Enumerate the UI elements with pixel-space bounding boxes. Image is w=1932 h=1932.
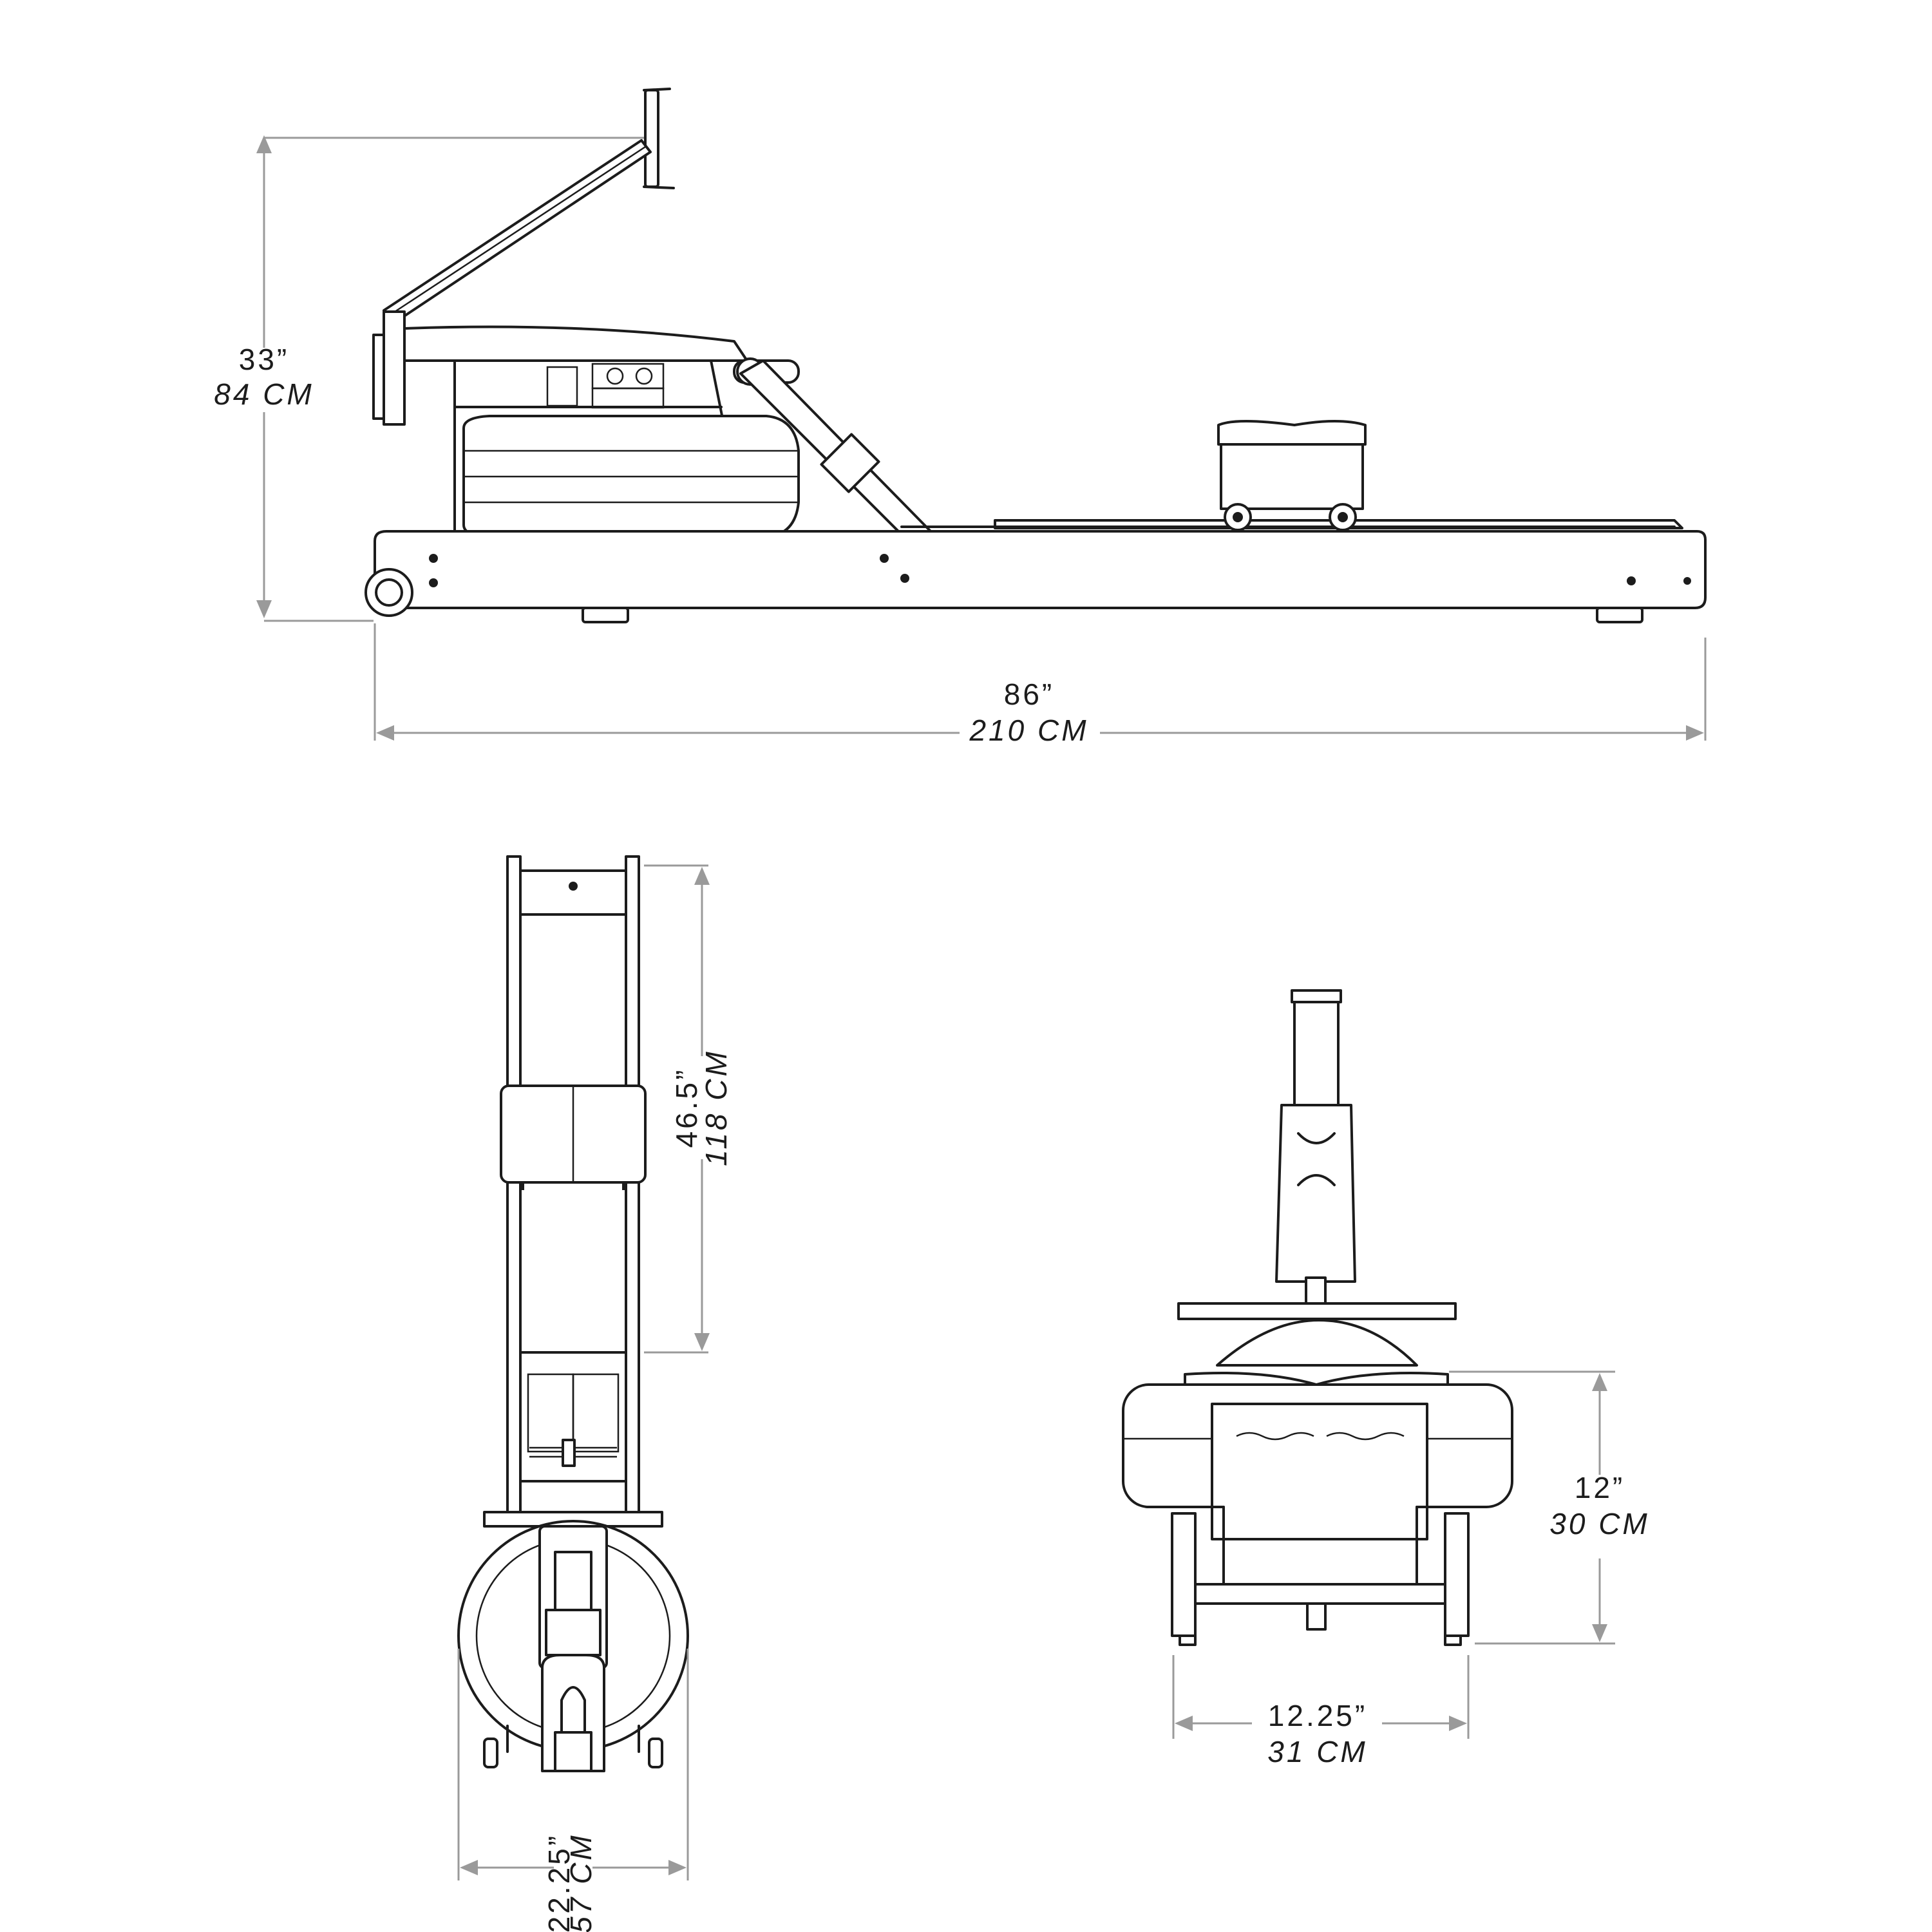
top-wheel-left bbox=[483, 1738, 498, 1768]
length-metric: 210 CM bbox=[969, 714, 1088, 747]
base-beam bbox=[374, 530, 1707, 609]
front-view bbox=[1122, 989, 1513, 1646]
monitor-clamp bbox=[643, 88, 675, 189]
damper-mechanism bbox=[546, 363, 665, 409]
base-width-imperial: 12.25” bbox=[1268, 1699, 1367, 1732]
height-imperial: 33” bbox=[239, 343, 289, 376]
front-crossbar bbox=[1194, 1583, 1446, 1605]
foot-strap bbox=[820, 433, 880, 493]
rail-length-dimension: 46.5” 118 CM bbox=[644, 864, 733, 1354]
top-view bbox=[457, 855, 689, 1772]
front-handle bbox=[1177, 1302, 1457, 1320]
front-leg-right bbox=[1444, 1512, 1470, 1637]
top-wheel-right bbox=[648, 1738, 663, 1768]
foot-front bbox=[582, 607, 629, 623]
rail-length-imperial: 46.5” bbox=[670, 1068, 703, 1148]
front-monitor bbox=[1291, 989, 1342, 1003]
length-imperial: 86” bbox=[1004, 677, 1054, 711]
right-rail bbox=[625, 855, 640, 1528]
front-post bbox=[383, 310, 406, 426]
tank-height-dimension: 12” 30 CM bbox=[1449, 1370, 1649, 1645]
tank-height-imperial: 12” bbox=[1575, 1471, 1625, 1504]
length-dimension: 86” 210 CM bbox=[374, 623, 1707, 747]
tank-width-dimension: 22.25” 57 CM bbox=[457, 1649, 689, 1932]
front-mast bbox=[1275, 1104, 1356, 1283]
front-dome bbox=[1216, 1319, 1418, 1367]
base-width-metric: 31 CM bbox=[1267, 1735, 1367, 1768]
front-leg-left bbox=[1171, 1512, 1197, 1637]
foot-rear bbox=[1596, 607, 1643, 623]
tank-lid bbox=[403, 325, 748, 362]
height-metric: 84 CM bbox=[214, 377, 314, 411]
tank-width-imperial: 22.25” bbox=[542, 1833, 576, 1932]
height-dimension: 33” 84 CM bbox=[214, 135, 644, 622]
monitor-holder bbox=[644, 89, 659, 188]
side-view bbox=[365, 88, 1707, 623]
base-width-dimension: 12.25” 31 CM bbox=[1172, 1655, 1470, 1768]
tank-height-metric: 30 CM bbox=[1549, 1507, 1649, 1540]
seat bbox=[1217, 420, 1367, 531]
left-rail bbox=[506, 855, 522, 1528]
rail-length-metric: 118 CM bbox=[699, 1049, 733, 1166]
tank-width-metric: 57 CM bbox=[564, 1833, 598, 1932]
